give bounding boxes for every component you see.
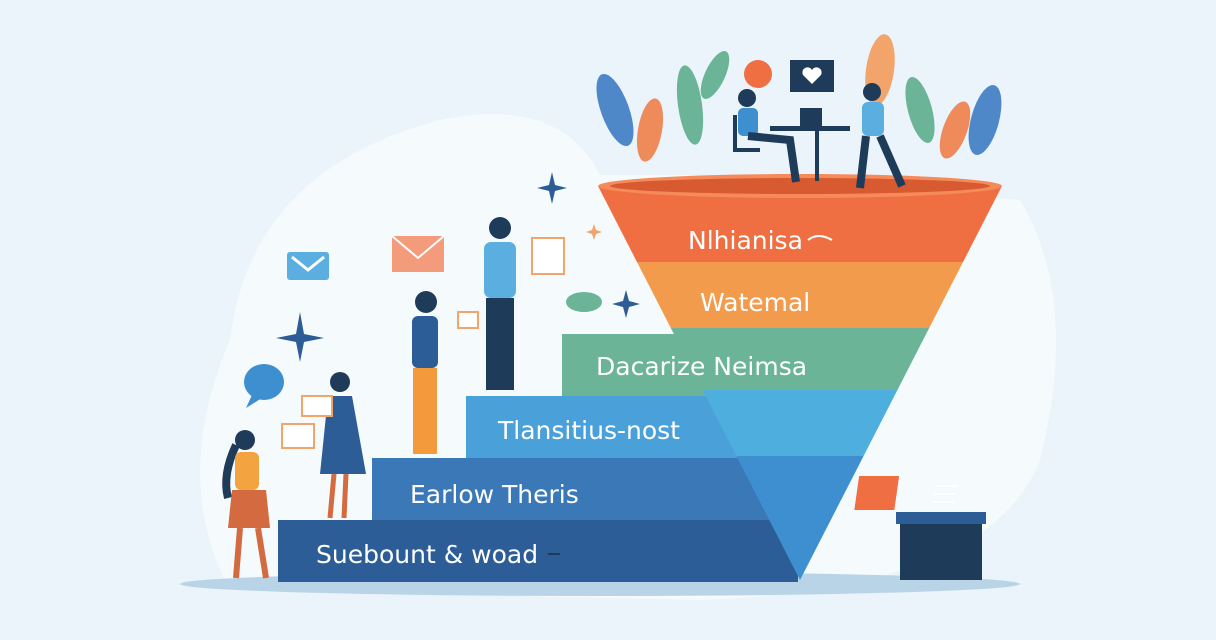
step-1-label: Suebount & woad [316, 540, 539, 569]
step-2-label: Earlow Theris [410, 480, 579, 509]
sparkle-icon [276, 312, 324, 362]
arrow-icon [807, 235, 833, 241]
sparkle-icon [586, 224, 602, 240]
sparkle-icon [612, 290, 640, 318]
mail-icon [287, 252, 329, 280]
person-step-4 [484, 217, 565, 390]
step-1 [278, 520, 798, 582]
person-step-2 [301, 372, 366, 519]
sparkle-icon [537, 172, 567, 204]
funnel-level-1-label: Nlhianisa [688, 226, 803, 255]
podium [854, 476, 986, 580]
funnel-band-2 [598, 262, 1002, 328]
funnel-level-2-label: Watemal [700, 288, 811, 317]
satellite-icon [566, 292, 602, 312]
person-at-desk [733, 89, 850, 183]
leaf-icon [596, 34, 1002, 162]
funnel-opening [610, 178, 990, 194]
heart-message-icon [790, 60, 834, 92]
person-step-3 [412, 291, 479, 454]
person-step-1 [222, 423, 315, 579]
funnel-level-3-label: Dacarize Neimsa [596, 352, 808, 381]
chat-bubble-icon [244, 364, 284, 408]
step-3-label: Tlansitius-nost [498, 416, 680, 445]
person-standing-top [856, 83, 906, 189]
speech-bubble-icon [744, 60, 772, 88]
envelope-icon [391, 235, 445, 272]
step-2 [372, 458, 798, 520]
